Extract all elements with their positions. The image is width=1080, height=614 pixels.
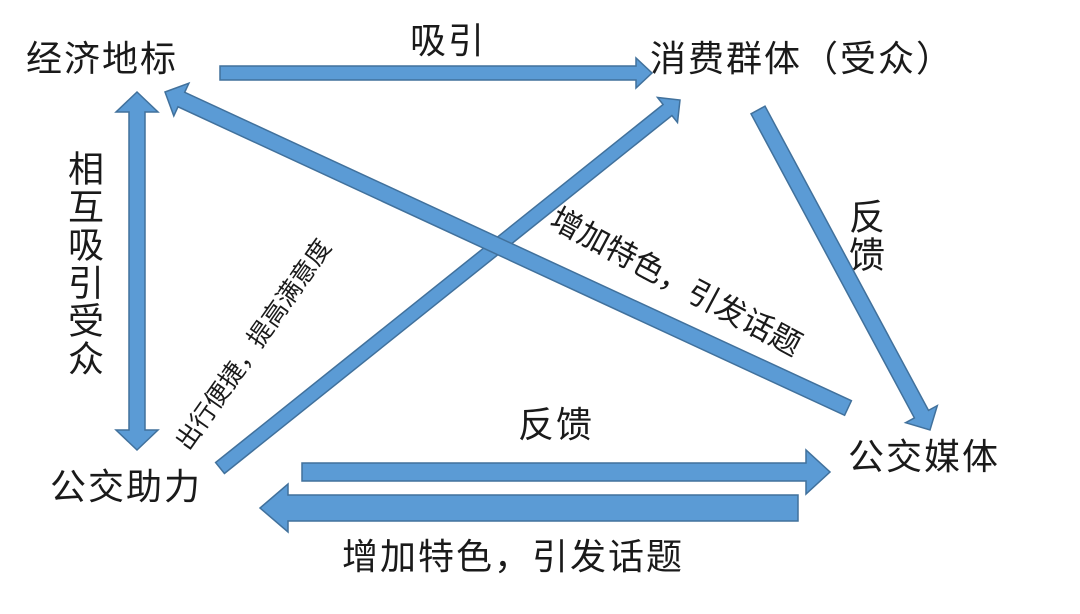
node-bus-assist: 公交助力: [50, 467, 203, 508]
edge-label-mutual-attract: 相互吸引受众: [62, 150, 103, 378]
node-economic-landmark: 经济地标: [26, 39, 179, 80]
node-consumer-group: 消费群体（受众）: [650, 39, 955, 80]
edge-label-feedback-right: 反馈: [843, 198, 884, 274]
edge-label-attract: 吸引: [410, 21, 487, 62]
arrow-landmark-to-consumers: [219, 56, 654, 90]
arrow-mutual-attract: [114, 90, 160, 452]
arrow-assist-to-consumers: [214, 96, 681, 475]
arrow-media-to-landmark: [164, 81, 853, 417]
edge-label-features-bottom: 增加特色，引发话题: [342, 537, 685, 578]
node-bus-media: 公交媒体: [848, 437, 1001, 478]
arrow-media-to-assist: [258, 482, 799, 534]
edge-label-feedback-bottom: 反馈: [518, 405, 595, 446]
arrow-assist-to-media: [301, 448, 832, 496]
arrow-consumers-to-media: [749, 105, 939, 431]
